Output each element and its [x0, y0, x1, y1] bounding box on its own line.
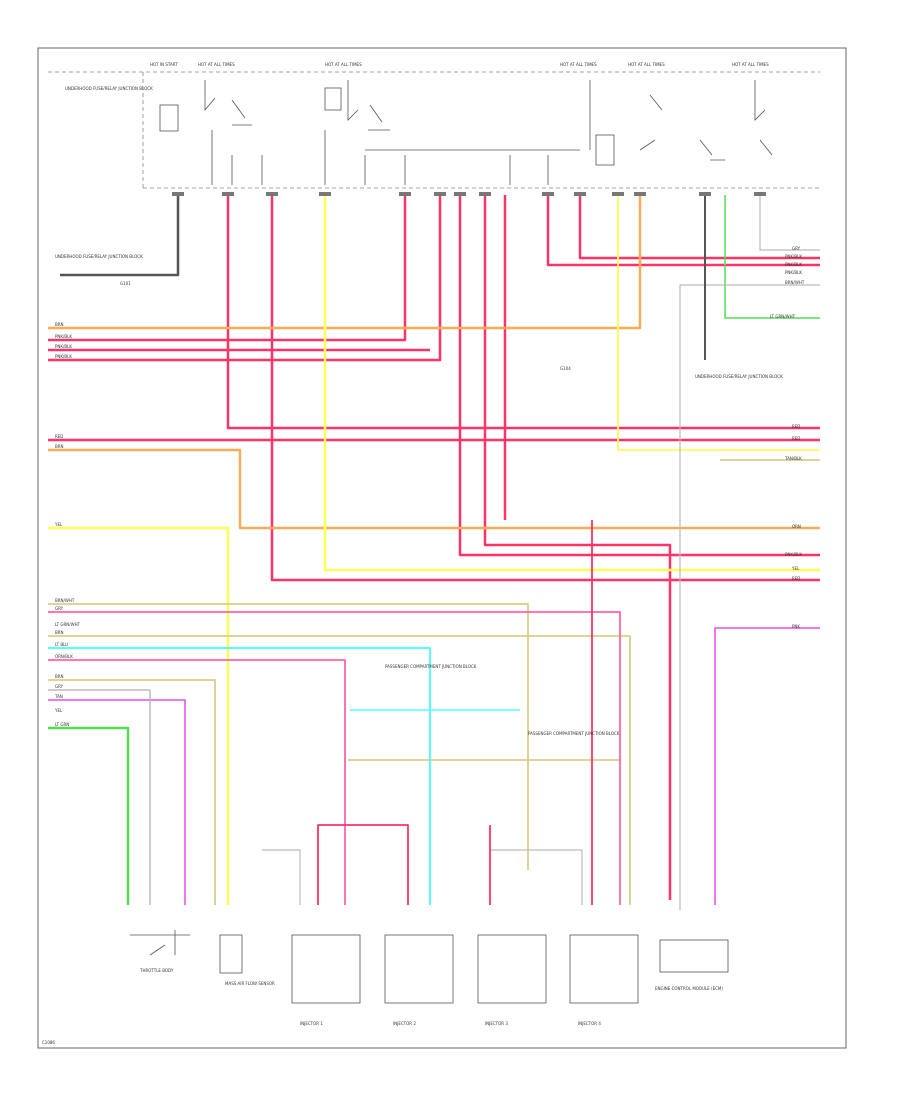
right-wire-label: RED [792, 436, 800, 441]
wire-tan-1 [48, 603, 529, 870]
left-wire-label: PNK/BLK [55, 334, 72, 339]
injector-2-symbol [384, 934, 454, 1004]
footer-code: C1086 [42, 1040, 55, 1045]
wire-red-5 [458, 195, 820, 557]
right-wire-label: PNK/BLK [785, 262, 802, 267]
wire-grey-1 [48, 689, 151, 905]
left-wire-label: GRY [55, 684, 64, 689]
wire-violet-1 [48, 699, 186, 905]
left-wire-label: BRN [55, 444, 64, 449]
wire-pink-2 [48, 659, 346, 905]
wire-cyan-1 [48, 647, 431, 905]
left-wire-label: GRY [55, 606, 64, 611]
left-wire-label: LT GRN [55, 722, 69, 727]
right-wire-label: GRY [792, 246, 801, 251]
wire-red-3 [48, 195, 442, 362]
right-wire-label: RED [792, 576, 800, 581]
wire-green-1 [48, 726, 130, 905]
label-mass-air-flow: MASS AIR FLOW SENSOR [225, 981, 275, 986]
wire-yellow-1 [323, 195, 820, 572]
label-hot-at-all-times-3: HOT AT ALL TIMES [560, 62, 597, 67]
wire-red-6 [483, 195, 672, 900]
label-hot-at-all-times-2: HOT AT ALL TIMES [325, 62, 362, 67]
wire-red-9 [578, 195, 820, 260]
label-underhood-junction-2: UNDERHOOD FUSE/RELAY JUNCTION BLOCK [55, 254, 143, 259]
wire-violet-2 [714, 627, 820, 905]
right-wire-labels: GRY PNK/BLK PNK/BLK PNK/BLK BRN/WHT LT G… [770, 246, 805, 629]
components [130, 930, 729, 1004]
wire-red-inj [317, 824, 409, 905]
left-wire-label: BRN [55, 322, 64, 327]
wire-pink-1 [48, 611, 621, 905]
left-wire-label: BRN/WHT [55, 598, 75, 603]
label-hot-at-all-times-1: HOT AT ALL TIMES [198, 62, 235, 67]
left-wire-label: LT BLU [55, 642, 68, 647]
right-wire-label: PNK [792, 624, 800, 629]
wire-red-4 [48, 195, 407, 342]
left-wire-label: BRN [55, 674, 64, 679]
diagram-frame [37, 47, 847, 1049]
label-injector-3: INJECTOR 3 [485, 1021, 508, 1026]
wire-tan-2 [48, 635, 631, 905]
label-g104: G104 [560, 366, 571, 371]
right-wire-label: TAN/BLK [784, 456, 802, 461]
left-wire-label: RED [55, 434, 63, 439]
label-passenger-junction-2: PASSENGER COMPARTMENT JUNCTION BLOCK [528, 731, 620, 736]
wire-red-1 [226, 195, 820, 430]
wire-red-8 [546, 195, 820, 267]
wire-yellow-2 [48, 526, 230, 905]
wire-grey-3 [262, 849, 301, 905]
wire-green-2 [724, 195, 820, 319]
label-hot-at-all-times-4: HOT AT ALL TIMES [628, 62, 665, 67]
right-wire-label: YEL [791, 566, 800, 571]
left-wire-label: LT GRN/WHT [55, 622, 81, 627]
label-throttle-body: THROTTLE BODY [139, 968, 174, 973]
label-injector-1: INJECTOR 1 [300, 1021, 323, 1026]
connectors [172, 192, 766, 196]
wire-grey-5 [759, 195, 820, 251]
wire-grey-2 [679, 284, 820, 910]
wire-orange-2 [48, 448, 820, 530]
left-wire-label: PNK/BLK [55, 354, 72, 359]
right-wire-label: RED [792, 424, 800, 429]
ecm-symbol [659, 939, 729, 973]
injector-4-symbol [569, 934, 639, 1004]
wire-black-ground [60, 195, 180, 277]
right-wire-label: BRN/WHT [785, 280, 805, 285]
wire-grey-4 [490, 849, 583, 905]
label-g101: G101 [120, 281, 131, 286]
left-wire-label: PNK/BLK [55, 344, 72, 349]
mass-air-flow-symbol [219, 934, 243, 974]
label-passenger-junction: PASSENGER COMPARTMENT JUNCTION BLOCK [385, 664, 477, 669]
fuse-relay-symbols [159, 80, 773, 185]
left-wire-label: YEL [54, 708, 63, 713]
label-underhood-junction: UNDERHOOD FUSE/RELAY JUNCTION BLOCK [65, 86, 153, 91]
wire-orange-1 [48, 195, 642, 330]
label-injector-4: INJECTOR 4 [578, 1021, 601, 1026]
right-wire-label: LT GRN/WHT [770, 314, 796, 319]
label-underhood-junction-3: UNDERHOOD FUSE/RELAY JUNCTION BLOCK [695, 374, 783, 379]
left-wire-label: TAN [54, 694, 63, 699]
label-hot-in-start: HOT IN START [150, 62, 178, 67]
wires [48, 195, 820, 910]
right-wire-label: PNK/BLK [785, 552, 802, 557]
injector-3-symbol [477, 934, 547, 1004]
right-wire-label: ORN [792, 524, 801, 529]
label-ecm: ENGINE CONTROL MODULE (ECM) [655, 986, 723, 991]
right-wire-label: PNK/BLK [785, 270, 802, 275]
wire-tan-4 [48, 679, 216, 905]
left-wire-label: ORN/BLK [55, 654, 73, 659]
injector-1-symbol [291, 934, 361, 1004]
left-wire-label: YEL [54, 522, 63, 527]
wire-yellow-3 [617, 195, 820, 451]
left-wire-labels: BRN PNK/BLK PNK/BLK PNK/BLK RED BRN YEL … [54, 322, 81, 727]
left-wire-label: BRN [55, 630, 64, 635]
right-wire-label: PNK/BLK [785, 254, 802, 259]
label-hot-at-all-times-5: HOT AT ALL TIMES [732, 62, 769, 67]
throttle-body-symbol [130, 930, 190, 956]
wire-red-2 [270, 195, 820, 582]
label-injector-2: INJECTOR 2 [393, 1021, 416, 1026]
